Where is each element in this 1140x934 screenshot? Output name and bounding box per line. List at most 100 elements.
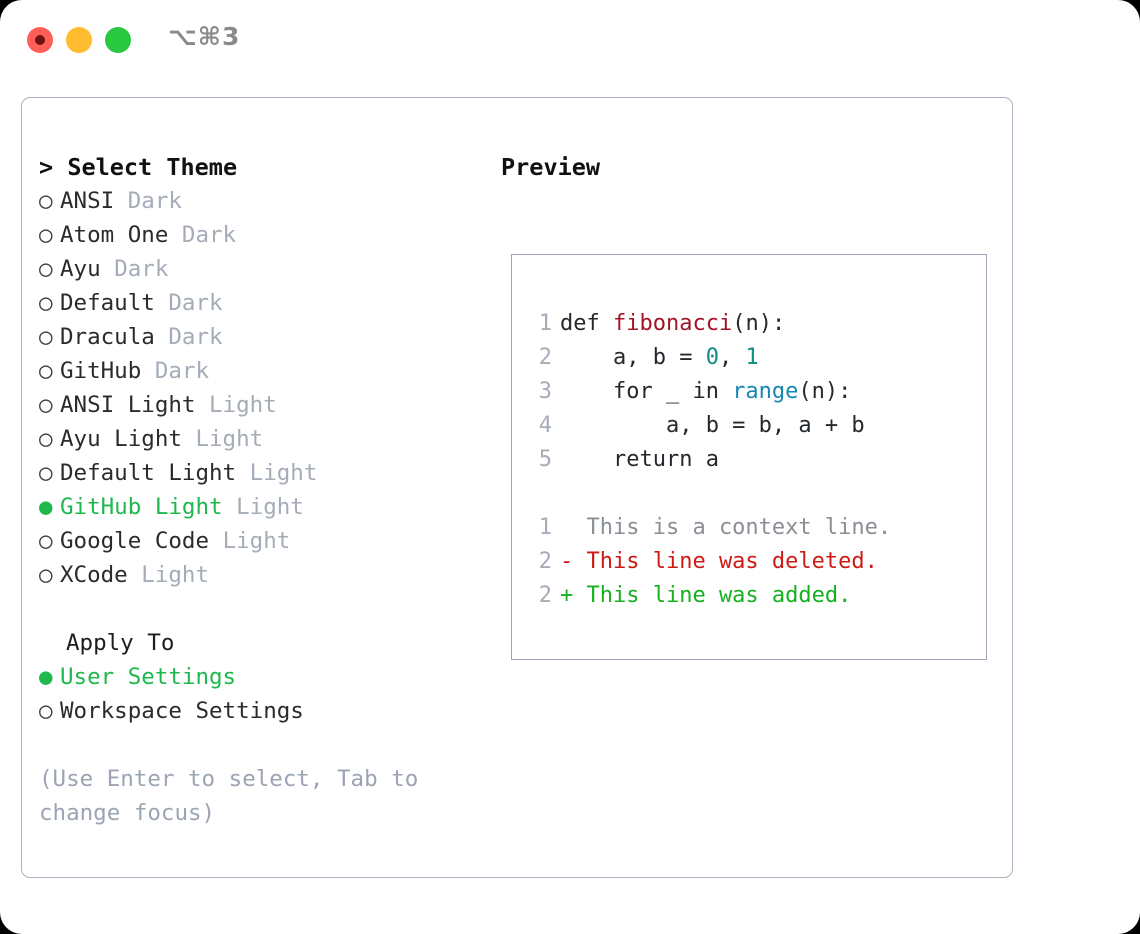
code-line: 5 return a — [526, 443, 891, 477]
code-token: - This line was deleted. — [560, 549, 878, 574]
theme-list-item[interactable]: ○Atom One Dark — [39, 218, 489, 252]
code-token: , — [718, 345, 746, 370]
theme-category-label: Dark — [127, 188, 182, 214]
code-token: for _ in — [560, 379, 733, 404]
radio-unselected-icon: ○ — [39, 290, 53, 316]
code-line: 1 def fibonacci(n): — [526, 307, 891, 341]
code-token: + This line was added. — [560, 583, 852, 608]
radio-unselected-icon: ○ — [39, 188, 53, 214]
theme-list-item[interactable]: ○ Default Dark — [39, 286, 489, 320]
code-token: This is a context line. — [560, 515, 892, 540]
apply-to-option[interactable]: ● User Settings — [39, 660, 489, 694]
theme-selection-column: > Select Theme ○ANSI Dark○Atom One Dark○… — [39, 150, 489, 830]
radio-unselected-icon: ○ — [39, 698, 53, 724]
theme-list-item[interactable]: ○ GitHub Dark — [39, 354, 489, 388]
theme-name-label: GitHub Light — [60, 494, 223, 520]
code-token: fibonacci — [612, 311, 733, 336]
code-token: return a — [560, 447, 719, 472]
close-icon — [35, 35, 45, 45]
theme-category-label: Dark — [154, 358, 210, 384]
radio-unselected-icon: ○ — [39, 392, 53, 418]
radio-unselected-icon: ○ — [39, 324, 53, 350]
apply-to-option-label: Workspace Settings — [60, 698, 304, 724]
diff-line: 2 - This line was deleted. — [526, 545, 891, 579]
radio-unselected-icon: ○ — [39, 426, 53, 452]
theme-list-item[interactable]: ○ ANSI Light Light — [39, 388, 489, 422]
theme-category-label: Light — [209, 392, 277, 418]
code-token: (n): — [732, 311, 786, 336]
diff-line: 2 + This line was added. — [526, 579, 891, 613]
theme-list-item[interactable]: ○ XCode Light — [39, 558, 489, 592]
radio-unselected-icon: ○ — [39, 222, 53, 248]
theme-category-label: Dark — [181, 222, 237, 248]
select-theme-label: Select Theme — [67, 153, 238, 181]
radio-unselected-icon: ○ — [39, 528, 53, 554]
code-token: 0 — [705, 345, 719, 370]
theme-category-label: Light — [222, 528, 291, 554]
theme-name-label: ANSI — [60, 188, 115, 214]
radio-unselected-icon: ○ — [39, 358, 53, 384]
radio-selected-icon: ● — [39, 494, 53, 520]
code-token: a, b = — [560, 345, 706, 370]
theme-name-label: Ayu Light — [60, 426, 182, 452]
theme-list-item[interactable]: ○ Dracula Dark — [39, 320, 489, 354]
title-bar: ⌥⌘3 — [0, 0, 1140, 78]
code-line: 2 a, b = 0, 1 — [526, 341, 891, 375]
line-number: 3 — [538, 379, 552, 404]
theme-name-label: Ayu — [60, 256, 101, 282]
radio-unselected-icon: ○ — [39, 460, 53, 486]
theme-category-label: Dark — [114, 256, 169, 282]
code-spacer — [526, 477, 891, 511]
theme-category-label: Dark — [168, 290, 223, 316]
maximize-window-button[interactable] — [105, 27, 131, 53]
main-panel: > Select Theme ○ANSI Dark○Atom One Dark○… — [21, 97, 1013, 878]
theme-name-label: GitHub — [60, 358, 142, 384]
line-number: 2 — [538, 345, 552, 370]
theme-list: ○ANSI Dark○Atom One Dark○Ayu Dark○Defaul… — [39, 184, 489, 592]
radio-selected-icon: ● — [39, 664, 53, 690]
preview-label: Preview — [501, 153, 601, 181]
code-token: a, b = b, a + b — [560, 413, 865, 438]
line-number: 2 — [538, 549, 552, 574]
theme-list-item[interactable]: ●GitHub Light Light — [39, 490, 489, 524]
keyboard-shortcut-label: ⌥⌘3 — [168, 22, 241, 51]
theme-list-item[interactable]: ○ Default Light Light — [39, 456, 489, 490]
theme-list-item[interactable]: ○Google Code Light — [39, 524, 489, 558]
diff-line: 1 This is a context line. — [526, 511, 891, 545]
theme-list-item[interactable]: ○ Ayu Light Light — [39, 422, 489, 456]
code-line: 4 a, b = b, a + b — [526, 409, 891, 443]
select-theme-header: > Select Theme — [39, 150, 489, 184]
theme-name-label: Dracula — [60, 324, 155, 350]
radio-unselected-icon: ○ — [39, 256, 53, 282]
code-token: range — [732, 379, 799, 404]
theme-name-label: ANSI Light — [60, 392, 196, 418]
minimize-window-button[interactable] — [66, 27, 92, 53]
apply-to-option[interactable]: ○ Workspace Settings — [39, 694, 489, 728]
theme-category-label: Light — [141, 562, 210, 588]
line-number: 2 — [538, 583, 552, 608]
line-number: 1 — [538, 311, 552, 336]
theme-list-item[interactable]: ○ ANSI Dark — [39, 184, 489, 218]
line-number: 5 — [538, 447, 552, 472]
apply-to-option-label: User Settings — [60, 664, 237, 690]
theme-category-label: Light — [195, 426, 264, 452]
theme-name-label: XCode — [60, 562, 128, 588]
apply-to-header: Apply To — [66, 630, 175, 656]
code-token: (n): — [798, 379, 852, 404]
radio-unselected-icon: ○ — [39, 562, 53, 588]
theme-list-item[interactable]: ○ Ayu Dark — [39, 252, 489, 286]
theme-category-label: Light — [249, 460, 318, 486]
line-number: 1 — [538, 515, 552, 540]
code-token: def — [560, 311, 613, 336]
keyboard-hint-text: (Use Enter to select, Tab to change focu… — [39, 766, 419, 826]
apply-to-list: ● User Settings ○ Workspace Settings — [39, 660, 489, 728]
theme-name-label: Default Light — [60, 460, 237, 486]
prompt-caret-icon: > — [39, 153, 54, 181]
theme-category-label: Dark — [168, 324, 223, 350]
code-token: 1 — [745, 345, 759, 370]
theme-name-label: Default — [60, 290, 155, 316]
